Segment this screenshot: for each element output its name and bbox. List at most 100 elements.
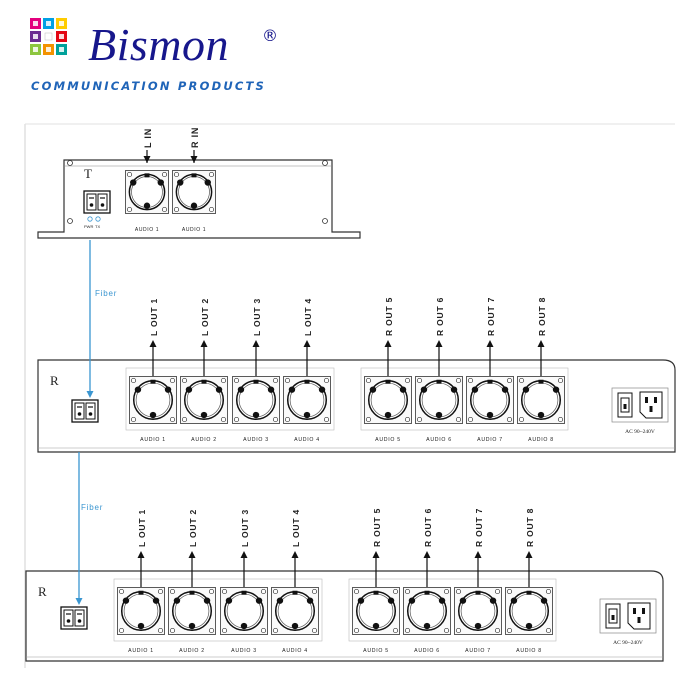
xlr-output-connector-pin — [255, 597, 263, 604]
xlr-output-connector-pin — [540, 597, 548, 604]
xlr-output-connector-key — [138, 590, 144, 595]
xlr-output-connector-screw — [260, 627, 267, 634]
xlr-output-connector-pin — [164, 386, 172, 393]
xlr-output-connector-screw — [208, 588, 215, 595]
output-label: R OUT 5 — [384, 297, 394, 336]
xlr-output-connector-screw — [169, 627, 176, 634]
connector-group-outline — [360, 367, 569, 431]
xlr-output-connector-pin — [200, 411, 208, 419]
audio-label: AUDIO 2 — [179, 648, 205, 654]
transmitter-label: T — [84, 166, 92, 181]
xlr-output-connector-pin — [459, 597, 467, 604]
power-inlet-pin — [633, 608, 636, 614]
transmitter-fiber-port-port — [86, 193, 97, 211]
xlr-output-connector-screw — [284, 416, 291, 423]
power-inlet-pin — [645, 397, 648, 403]
audio-label: AUDIO 7 — [477, 437, 503, 443]
receiver-fiber-port-port — [74, 609, 85, 627]
xlr-output-connector-pin — [276, 597, 284, 604]
xlr-output-connector-key — [538, 379, 544, 384]
arrow-head-icon — [149, 340, 157, 347]
audio-label: AUDIO 5 — [375, 437, 401, 443]
xlr-output-connector-pin — [435, 411, 443, 419]
arrow-head-icon — [474, 551, 482, 558]
xlr-output-connector-screw — [392, 588, 399, 595]
xlr-output-connector-key — [241, 590, 247, 595]
xlr-output-connector-key — [373, 590, 379, 595]
logo-square-inner — [59, 47, 64, 52]
xlr-output-connector-screw — [208, 627, 215, 634]
xlr-output-connector-pin — [237, 386, 245, 393]
xlr-output-connector-screw — [404, 377, 411, 384]
xlr-output-connector-pin — [357, 597, 365, 604]
power-label: AC 90~240V — [625, 429, 655, 435]
power-inlet-pin — [654, 397, 657, 403]
audio-label: AUDIO 6 — [414, 648, 440, 654]
arrow-head-icon — [200, 340, 208, 347]
output-label: L OUT 2 — [200, 298, 210, 336]
xlr-output-connector-pin — [306, 597, 314, 604]
input-label: R IN — [190, 127, 200, 148]
xlr-output-connector-screw — [353, 627, 360, 634]
arrow-head-icon — [188, 551, 196, 558]
xlr-output-connector-key — [201, 379, 207, 384]
audio-label: AUDIO 1 — [128, 648, 154, 654]
xlr-output-connector-screw — [557, 416, 564, 423]
output-label: R OUT 7 — [474, 508, 484, 547]
transmitter-xlr-input-screw — [208, 171, 215, 178]
connector-group-outline — [125, 367, 335, 431]
xlr-output-connector-screw — [323, 416, 330, 423]
xlr-output-connector-screw — [506, 377, 513, 384]
xlr-output-connector-screw — [455, 588, 462, 595]
output-label: R OUT 6 — [423, 508, 433, 547]
xlr-output-connector-screw — [506, 627, 513, 634]
xlr-output-connector-screw — [545, 627, 552, 634]
arrow-head-icon — [435, 340, 443, 347]
receiver-fiber-port-ferrule — [77, 412, 82, 416]
xlr-output-connector-screw — [233, 377, 240, 384]
arrow-head-icon — [240, 551, 248, 558]
xlr-output-connector-screw — [130, 377, 137, 384]
receiver-label: R — [50, 373, 59, 388]
transmitter-xlr-input-screw — [173, 171, 180, 178]
xlr-output-connector-pin — [423, 622, 431, 630]
xlr-output-connector-pin — [552, 386, 560, 393]
xlr-output-connector-pin — [501, 386, 509, 393]
registered-mark: ® — [262, 26, 278, 45]
arrow-head-icon — [537, 340, 545, 347]
xlr-output-connector-pin — [369, 386, 377, 393]
xlr-output-connector-screw — [181, 416, 188, 423]
output-label: R OUT 8 — [537, 297, 547, 336]
transmitter-fiber-port-ferrule — [89, 203, 94, 207]
transmitter-xlr-input-key — [191, 173, 197, 178]
xlr-output-connector-screw — [169, 588, 176, 595]
arrow-head-icon — [486, 340, 494, 347]
transmitter-xlr-input-screw — [161, 206, 168, 213]
xlr-output-connector-screw — [130, 416, 137, 423]
audio-label: AUDIO 4 — [294, 437, 320, 443]
xlr-output-connector-screw — [467, 416, 474, 423]
brand-name: Bismon — [88, 19, 229, 70]
transmitter-xlr-input-pin — [143, 202, 151, 209]
xlr-output-connector-screw — [494, 627, 501, 634]
transmitter-xlr-input-pin — [190, 202, 198, 209]
xlr-output-connector-screw — [353, 588, 360, 595]
mount-hole-icon — [67, 218, 73, 224]
xlr-output-connector-screw — [416, 416, 423, 423]
xlr-output-connector-key — [189, 590, 195, 595]
xlr-output-connector-pin — [137, 622, 145, 630]
output-label: L OUT 1 — [137, 509, 147, 547]
xlr-output-connector-screw — [467, 377, 474, 384]
output-label: L OUT 4 — [291, 509, 301, 547]
xlr-output-connector-screw — [365, 416, 372, 423]
xlr-output-connector-key — [304, 379, 310, 384]
xlr-output-connector-screw — [181, 377, 188, 384]
xlr-output-connector-pin — [420, 386, 428, 393]
xlr-output-connector-screw — [169, 377, 176, 384]
transmitter-xlr-input-pin — [177, 179, 184, 186]
receiver-label: R — [38, 584, 47, 599]
power-inlet-pin — [637, 617, 641, 623]
xlr-output-connector-pin — [537, 411, 545, 419]
output-label: L OUT 3 — [252, 298, 262, 336]
